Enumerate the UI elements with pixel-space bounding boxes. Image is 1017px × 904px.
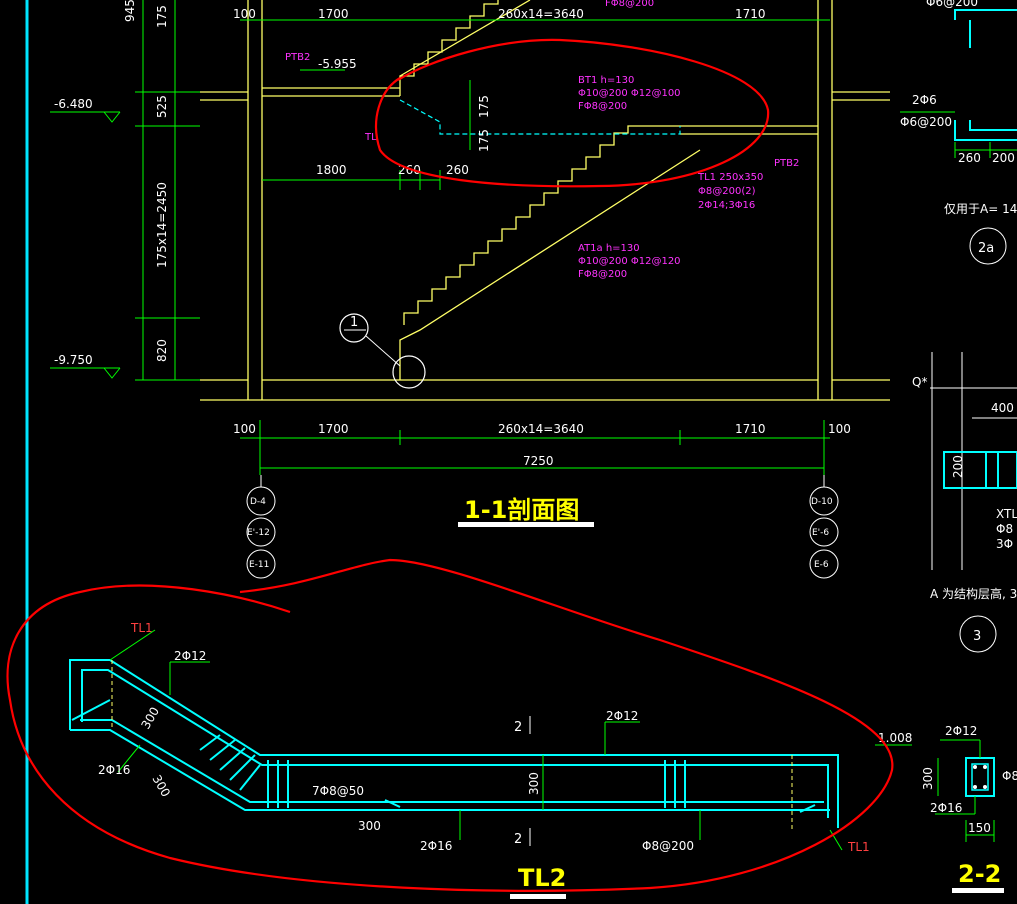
dim-200-vert: 200 — [951, 455, 965, 478]
dim-525: 525 — [155, 95, 169, 118]
dim-175x14: 175x14=2450 — [155, 182, 169, 268]
landing-dim-1800: 1800 — [316, 163, 347, 177]
elevation-5955: -5.955 — [318, 57, 357, 71]
step-dim-175-a: 175 — [477, 95, 491, 118]
ptb2-label: PTB2 — [285, 52, 310, 63]
section-2-2: 2Φ12 2Φ16 300 150 Φ8 2-2 — [921, 724, 1017, 893]
dim-1710-top: 1710 — [735, 7, 766, 21]
markup-outline-bottom — [6, 558, 894, 892]
bt1-name: BT1 h=130 — [578, 75, 634, 86]
dim-3640-bottom: 260x14=3640 — [498, 422, 584, 436]
axis-left-e11: E-11 — [249, 560, 269, 570]
xtl-line-2: Φ8 — [996, 522, 1013, 536]
dim-400: 400 — [991, 401, 1014, 415]
section-1-1: 100 1700 260x14=3640 1710 FΦ8@200 100 17… — [50, 0, 890, 579]
section-1-1-title: 1-1剖面图 — [464, 496, 579, 524]
elev-1008: 1.008 — [878, 731, 912, 745]
axis-left-e12: E'-12 — [247, 528, 270, 538]
tl1-label-bottom: TL1 — [847, 840, 870, 854]
detail-2a-bubble[interactable] — [969, 227, 1007, 265]
section-mark-bottom: 2 — [514, 832, 522, 847]
xtl-line-3: 3Φ — [996, 537, 1013, 551]
left-bars: 2Φ16 — [98, 763, 130, 777]
stirrup-dense: 7Φ8@50 — [312, 784, 364, 798]
axis-bubbles-right — [809, 475, 839, 579]
axis-right-d10: D-10 — [811, 497, 833, 507]
dim-300-b: 300 — [149, 773, 173, 800]
landing-dim-260-b: 260 — [446, 163, 469, 177]
dim-945: 945 — [123, 0, 137, 22]
top-right-partial: FΦ8@200 — [605, 0, 654, 9]
bt1-dashed-outline — [399, 99, 681, 135]
ptb2-right: PTB2 — [774, 158, 799, 169]
at1a-name: AT1a h=130 — [578, 243, 640, 254]
dim-300-c: 300 — [527, 772, 541, 795]
dim-100-bottom-right: 100 — [828, 422, 851, 436]
dim-1710-bottom: 1710 — [735, 422, 766, 436]
tl1-label-top: TL1 — [130, 621, 153, 635]
dim-3640-top: 260x14=3640 — [498, 7, 584, 21]
bars-2a-a: 2Φ6 — [912, 93, 937, 107]
tl2-title-underline — [510, 894, 566, 899]
elevation-9750: -9.750 — [54, 353, 93, 367]
section-2-2-height: 300 — [921, 767, 935, 790]
stirrup-spacing: Φ8@200 — [642, 839, 694, 853]
tl1-bars: 2Φ14;3Φ16 — [698, 200, 755, 211]
axis-right-e6: E-6 — [814, 560, 829, 570]
xtl-line-1: XTL — [996, 507, 1017, 521]
dim-100-bottom-left: 100 — [233, 422, 256, 436]
at1a-rebar: Φ10@200 Φ12@120 — [578, 256, 681, 267]
bt1-dist: FΦ8@200 — [578, 101, 627, 112]
dim-300-bottom: 300 — [358, 819, 381, 833]
section-1-1-title-underline — [458, 522, 594, 527]
section-2-2-bottom-bars: 2Φ16 — [930, 801, 962, 815]
step-dim-175-b: 175 — [477, 129, 491, 152]
dim-1700-bottom: 1700 — [318, 422, 349, 436]
bottom-bars: 2Φ16 — [420, 839, 452, 853]
tl2-detail: TL1 TL1 2Φ12 2Φ12 2Φ16 2Φ16 300 300 300 … — [6, 558, 912, 899]
top-bars-mid: 2Φ12 — [606, 709, 638, 723]
section-mark-top: 2 — [514, 720, 522, 735]
axis-right-e6p: E'-6 — [812, 528, 829, 538]
dimension-lines — [50, 0, 830, 475]
section-2-2-top-bars: 2Φ12 — [945, 724, 977, 738]
dim-2a-200: 200 — [992, 151, 1015, 165]
note-2a: 仅用于A= 14. — [944, 202, 1017, 216]
axis-left-d4: D-4 — [250, 497, 266, 507]
top-bars-left: 2Φ12 — [174, 649, 206, 663]
section-2-2-title-underline — [952, 888, 1004, 893]
tl1-stirrup: Φ8@200(2) — [698, 186, 756, 197]
tl-label: TL — [364, 132, 377, 143]
right-details: Φ6@200 2Φ6 Φ6@200 260 200 仅用于A= 14. 2a Q… — [900, 0, 1017, 653]
at1a-dist: FΦ8@200 — [578, 269, 627, 280]
section-2-2-title: 2-2 — [958, 860, 1001, 888]
tl1-name: TL1 250x350 — [697, 172, 763, 183]
detail-3-label: 3 — [973, 629, 981, 644]
tl2-title: TL2 — [518, 864, 566, 892]
dim-1700-top: 1700 — [318, 7, 349, 21]
section-2-2-width: 150 — [968, 821, 991, 835]
markup-ellipse-top — [375, 38, 770, 188]
section-2-2-side-partial: Φ8 — [1002, 769, 1017, 783]
dim-175-left: 175 — [155, 5, 169, 28]
axis-bubbles-left — [246, 475, 276, 579]
right-top-partial: Φ6@200 — [926, 0, 978, 9]
bars-2a-b: Φ6@200 — [900, 115, 952, 129]
dim-overall-7250: 7250 — [523, 454, 554, 468]
detail-callout-1[interactable]: 1 — [339, 313, 426, 389]
dim-100-top: 100 — [233, 7, 256, 21]
section-walls — [200, 0, 890, 401]
dim-300-a: 300 — [138, 705, 162, 732]
q-label: Q* — [912, 375, 927, 389]
detail-2a-label: 2a — [978, 241, 994, 256]
note-3: A 为结构层高, 3 — [930, 586, 1017, 601]
svg-text:1: 1 — [350, 315, 358, 330]
dim-2a-260: 260 — [958, 151, 981, 165]
bt1-rebar: Φ10@200 Φ12@100 — [578, 88, 681, 99]
dim-820: 820 — [155, 339, 169, 362]
elevation-6480: -6.480 — [54, 97, 93, 111]
detail-3-bubble[interactable] — [959, 615, 997, 653]
